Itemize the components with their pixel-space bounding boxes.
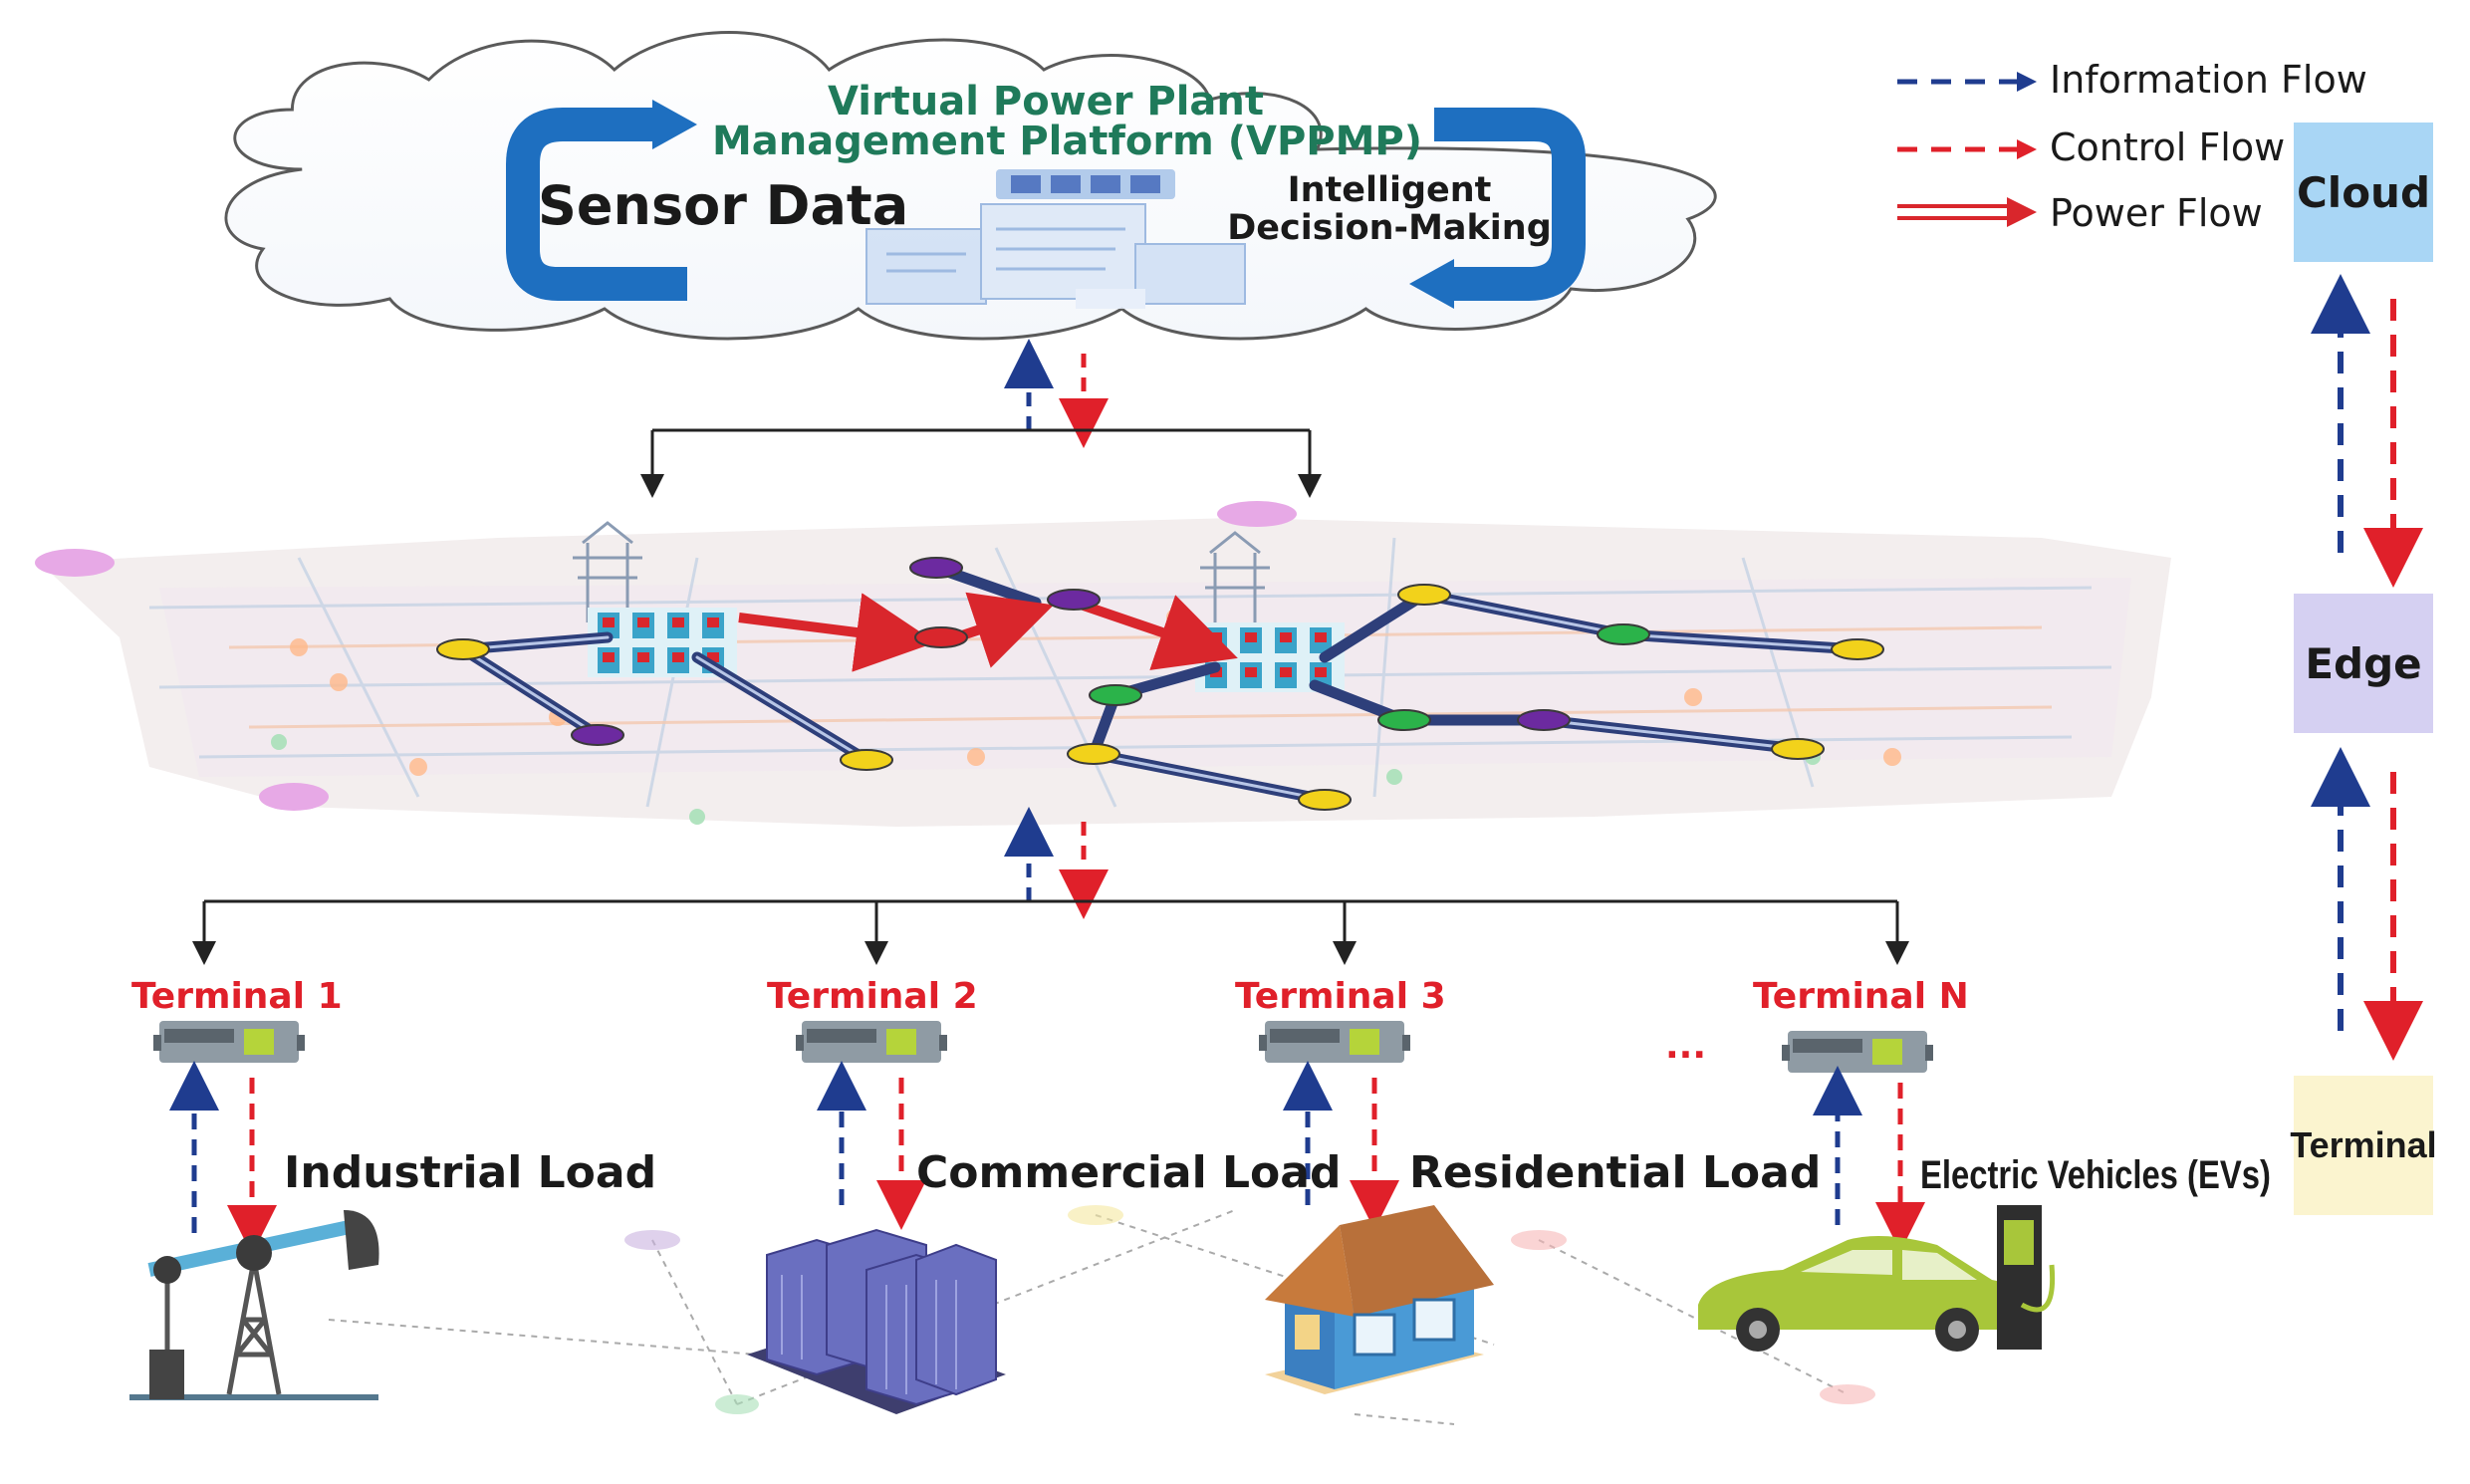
terminal-device-icons (153, 1021, 1933, 1073)
cloud-edge-flow-arrows (1004, 339, 1109, 448)
terminal-ellipsis: ... (1665, 1026, 1707, 1067)
platform-computers-icon (865, 169, 1246, 309)
decision-loop-arrow (1409, 108, 1586, 309)
transmission-tower-left-icon (573, 521, 642, 622)
platform-title-line2: Management Platform (VPPMP) (712, 119, 1422, 164)
legend-power-flow: Power Flow (2050, 191, 2263, 235)
edge-distribution-bracket (640, 428, 1322, 498)
edge-terminal-flow-arrows (1004, 807, 1109, 919)
residential-load-label: Residential Load (1409, 1147, 1822, 1198)
sensor-data-loop-arrow (506, 100, 697, 301)
decision-line2: Decision-Making (1227, 208, 1552, 248)
decision-making-label: Intelligent Decision-Making (1225, 171, 1554, 247)
platform-title-line1: Virtual Power Plant (827, 79, 1265, 124)
decision-line1: Intelligent (1287, 170, 1492, 210)
legend-control-flow: Control Flow (2050, 125, 2286, 169)
terminal-network-background (328, 1209, 1849, 1425)
ev-load-label: Electric Vehicles (EVs) (1920, 1153, 2271, 1197)
tier-terminal: Terminal (2290, 1076, 2437, 1215)
terminal-2-label: Terminal 2 (767, 976, 978, 1017)
edge-map-background (35, 501, 2171, 827)
legend-information-flow: Information Flow (2050, 58, 2367, 102)
tier-flow-arrows (2311, 274, 2423, 1061)
terminal-flow-arrows (169, 1061, 1925, 1255)
oil-pump-icon (129, 1210, 379, 1400)
transmission-tower-right-icon (1200, 531, 1270, 632)
house-icon (1265, 1205, 1494, 1394)
terminal-3-label: Terminal 3 (1235, 976, 1446, 1017)
commercial-load-label: Commercial Load (916, 1147, 1342, 1198)
terminal-1-label: Terminal 1 (131, 976, 343, 1017)
platform-title: Virtual Power Plant Management Platform … (712, 79, 1422, 164)
tier-edge: Edge (2294, 594, 2433, 733)
terminal-distribution-bracket (192, 899, 1909, 965)
legend (1897, 72, 2037, 227)
tier-cloud: Cloud (2294, 123, 2433, 262)
sensor-data-label: Sensor Data (538, 174, 909, 237)
office-buildings-icon (747, 1228, 1006, 1414)
terminal-n-label: Terminal N (1753, 976, 1969, 1017)
industrial-load-label: Industrial Load (284, 1147, 657, 1198)
electric-car-icon (1698, 1205, 2056, 1352)
grid-nodes (436, 557, 1884, 811)
